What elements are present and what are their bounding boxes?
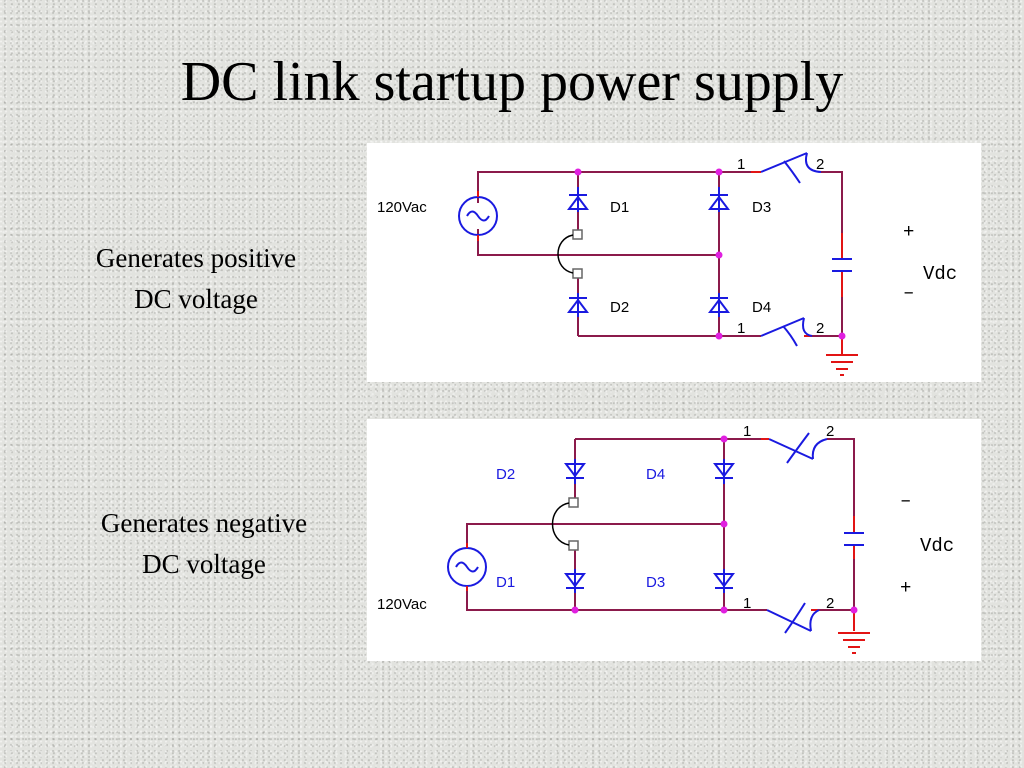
diode-d3-symbol <box>713 569 735 593</box>
diode-d2-label: D2 <box>496 466 515 483</box>
diode-d4-symbol <box>708 293 730 317</box>
capacitor-symbol <box>844 532 864 546</box>
switch-top-pin-1: 1 <box>737 156 745 173</box>
ac-source-symbol <box>458 191 498 241</box>
output-minus-label: – <box>903 282 914 304</box>
diode-d3-label: D3 <box>646 574 665 591</box>
switch-top-symbol <box>768 432 828 464</box>
diode-d4-label: D4 <box>752 299 771 316</box>
output-plus-label: + <box>903 221 914 243</box>
negative-rectifier-schematic: 120Vac D2 D4 D1 D3 <box>377 423 954 654</box>
caption-positive-line2: DC voltage <box>134 284 258 314</box>
ac-source-symbol <box>447 543 487 591</box>
caption-positive: Generates positive DC voltage <box>46 238 346 320</box>
jumper-link <box>557 229 583 279</box>
diode-d2-label: D2 <box>610 299 629 316</box>
diode-d1-label: D1 <box>610 199 629 216</box>
switch-top-symbol <box>760 152 822 184</box>
switch-bottom-pin-2: 2 <box>826 595 834 612</box>
negative-circuit-leads <box>761 438 855 631</box>
switch-top-pin-2: 2 <box>816 156 824 173</box>
positive-rectifier-diagram: 120Vac D1 D2 D3 D4 <box>367 143 981 382</box>
switch-bottom-symbol <box>760 317 813 347</box>
caption-negative-line1: Generates negative <box>100 508 308 538</box>
circuit-nodes <box>571 435 858 614</box>
caption-negative: Generates negative DC voltage <box>54 503 354 585</box>
source-label: 120Vac <box>377 596 427 613</box>
output-vdc-label: Vdc <box>920 535 954 557</box>
ground-symbol <box>826 354 858 376</box>
caption-positive-line1: Generates positive <box>95 243 297 273</box>
diode-d1-symbol <box>564 569 586 593</box>
negative-rectifier-diagram: 120Vac D2 D4 D1 D3 <box>367 419 981 661</box>
caption-negative-line2: DC voltage <box>142 549 266 579</box>
diode-d2-symbol <box>564 459 586 484</box>
positive-circuit-wires <box>477 171 843 337</box>
jumper-link <box>551 497 579 551</box>
diode-d1-label: D1 <box>496 574 515 591</box>
diode-d3-symbol <box>708 187 730 212</box>
diode-d4-symbol <box>713 459 735 484</box>
switch-top-pin-2: 2 <box>826 423 834 440</box>
output-plus-label: + <box>900 577 911 599</box>
source-label: 120Vac <box>377 199 427 216</box>
diode-d1-symbol <box>567 187 589 212</box>
switch-bottom-pin-2: 2 <box>816 320 824 337</box>
positive-rectifier-schematic: 120Vac D1 D2 D3 D4 <box>377 152 957 376</box>
diode-d3-label: D3 <box>752 199 771 216</box>
switch-bottom-pin-1: 1 <box>743 595 751 612</box>
slide-title: DC link startup power supply <box>180 51 844 113</box>
switch-bottom-symbol <box>766 602 820 634</box>
switch-bottom-pin-1: 1 <box>737 320 745 337</box>
circuit-nodes <box>574 168 846 340</box>
diode-d4-label: D4 <box>646 466 665 483</box>
output-vdc-label: Vdc <box>923 263 957 285</box>
ground-symbol <box>838 632 870 654</box>
capacitor-symbol <box>832 258 852 272</box>
output-minus-label: – <box>900 490 911 512</box>
diode-d2-symbol <box>567 293 589 317</box>
switch-top-pin-1: 1 <box>743 423 751 440</box>
